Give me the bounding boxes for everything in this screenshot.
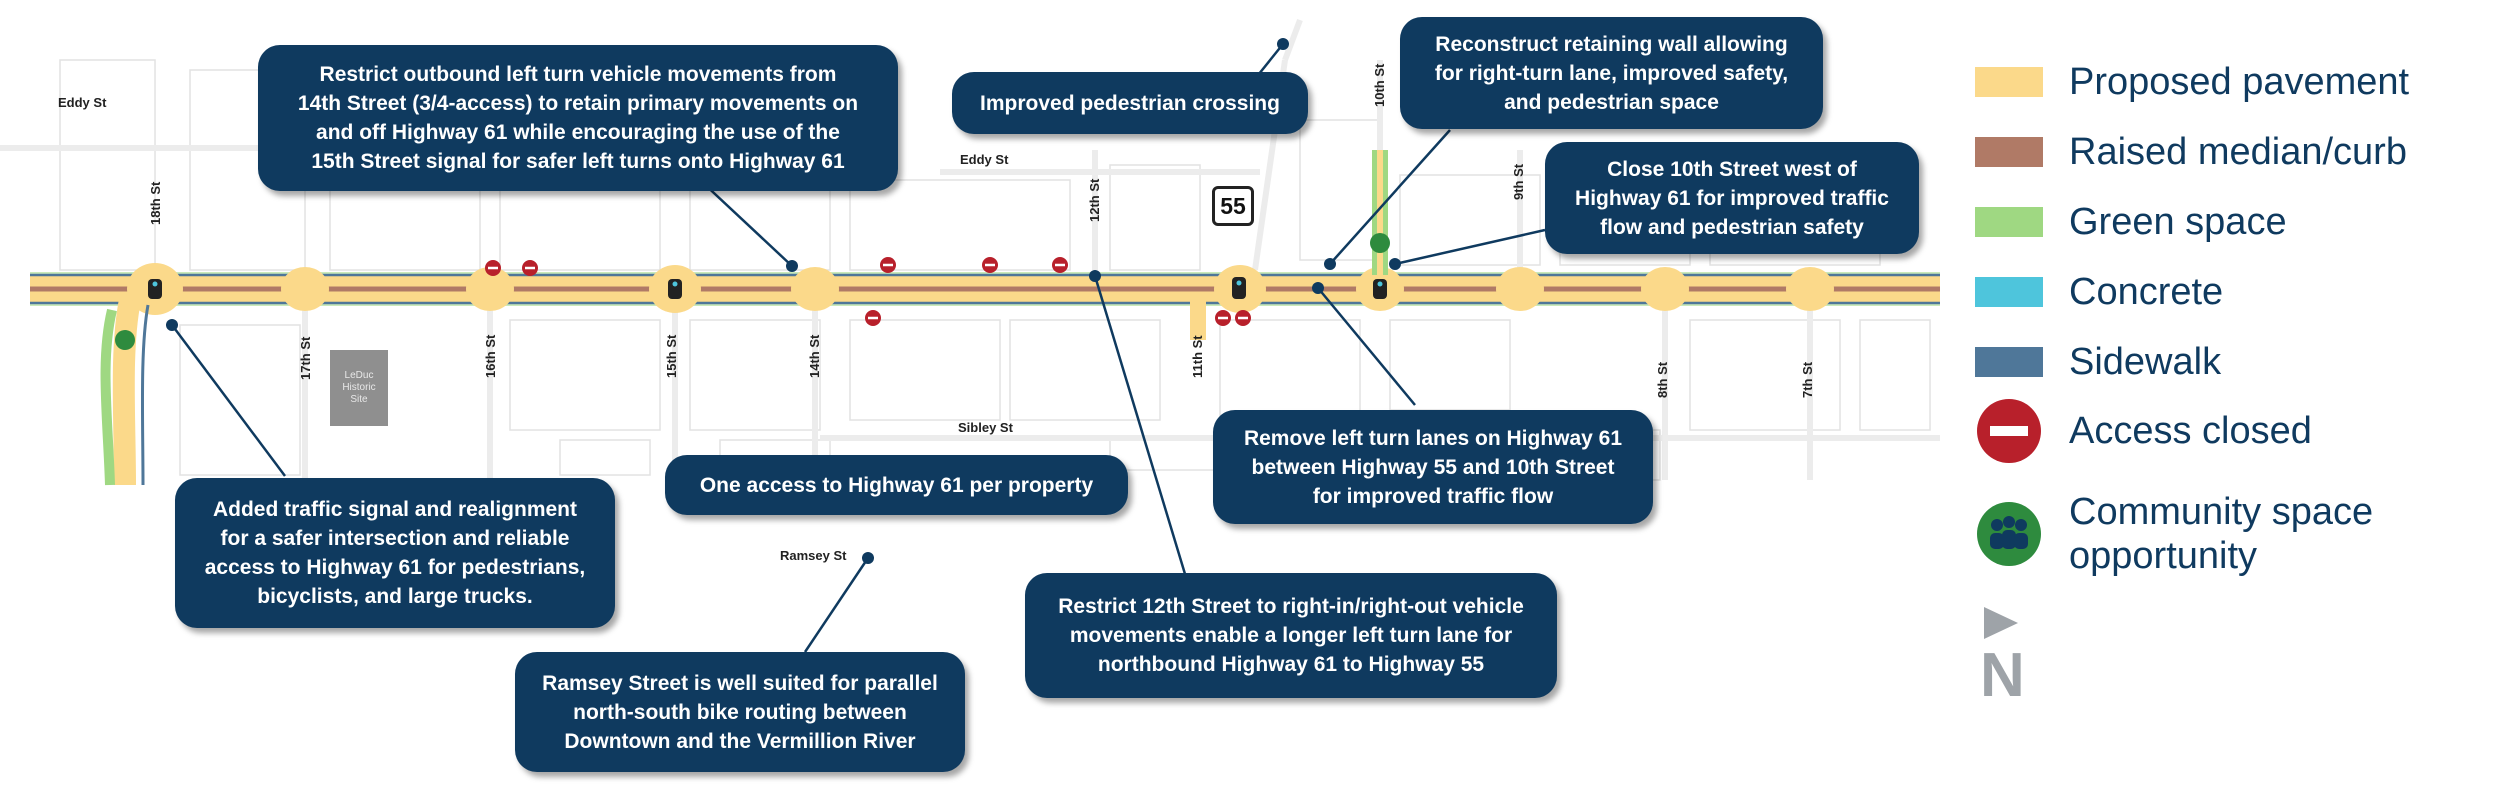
street-label-16th: 16th St bbox=[483, 334, 498, 378]
north-arrow-icon bbox=[1984, 607, 2018, 639]
street-label-10th: 10th St bbox=[1372, 63, 1387, 107]
street-label-eddy-center: Eddy St bbox=[960, 152, 1009, 167]
legend-swatch-sidewalk bbox=[1975, 347, 2043, 377]
street-label-15th: 15th St bbox=[664, 334, 679, 378]
street-label-12th: 12th St bbox=[1087, 178, 1102, 222]
access-closed-icon bbox=[1975, 397, 2043, 465]
callout-remove-left-turn: Remove left turn lanes on Highway 61 bet… bbox=[1213, 410, 1653, 524]
legend-item-green-space: Green space bbox=[1975, 200, 2287, 244]
callout-ramsey-street: Ramsey Street is well suited for paralle… bbox=[515, 652, 965, 772]
street-label-14th: 14th St bbox=[807, 334, 822, 378]
legend-item-raised-median: Raised median/curb bbox=[1975, 130, 2407, 174]
community-space-icons bbox=[115, 233, 1390, 350]
street-label-ramsey: Ramsey St bbox=[780, 548, 847, 563]
legend-item-sidewalk: Sidewalk bbox=[1975, 340, 2221, 384]
street-label-9th: 9th St bbox=[1511, 163, 1526, 200]
street-label-11th: 11th St bbox=[1190, 335, 1205, 378]
legend-item-community-space: Community space opportunity bbox=[1975, 490, 2373, 578]
callout-pedestrian-crossing: Improved pedestrian crossing bbox=[952, 72, 1308, 134]
highway-55-shield: 55 bbox=[1212, 186, 1254, 226]
legend-label: Community space opportunity bbox=[2069, 491, 2374, 577]
street-label-17th: 17th St bbox=[298, 336, 313, 380]
legend-label: Access closed bbox=[2069, 410, 2312, 452]
callout-one-access: One access to Highway 61 per property bbox=[665, 455, 1128, 515]
access-closed-icons bbox=[485, 257, 1251, 326]
legend-label: Green space bbox=[2069, 201, 2287, 243]
street-label-18th: 18th St bbox=[148, 181, 163, 225]
street-label-sibley: Sibley St bbox=[958, 420, 1013, 435]
traffic-signals bbox=[148, 277, 1387, 299]
legend-swatch-concrete bbox=[1975, 277, 2043, 307]
callout-traffic-signal: Added traffic signal and realignment for… bbox=[175, 478, 615, 628]
street-label-8th: 8th St bbox=[1655, 361, 1670, 398]
callout-close-10th: Close 10th Street west of Highway 61 for… bbox=[1545, 142, 1919, 254]
callout-retaining-wall: Reconstruct retaining wall allowing for … bbox=[1400, 17, 1823, 129]
legend-swatch-pavement bbox=[1975, 67, 2043, 97]
callout-restrict-12th: Restrict 12th Street to right-in/right-o… bbox=[1025, 573, 1557, 698]
legend-swatch-green bbox=[1975, 207, 2043, 237]
leduc-historic-site: LeDuc Historic Site bbox=[330, 350, 388, 426]
callout-restrict-14th: Restrict outbound left turn vehicle move… bbox=[258, 45, 898, 191]
legend-label: Raised median/curb bbox=[2069, 131, 2407, 173]
leader-lines bbox=[170, 43, 1546, 653]
legend-label: Sidewalk bbox=[2069, 341, 2222, 383]
street-label-7th: 7th St bbox=[1800, 361, 1815, 398]
street-label-eddy-west: Eddy St bbox=[58, 95, 107, 110]
legend-label: Proposed pavement bbox=[2069, 61, 2410, 103]
legend-swatch-median bbox=[1975, 137, 2043, 167]
legend-item-proposed-pavement: Proposed pavement bbox=[1975, 60, 2409, 104]
legend-item-access-closed: Access closed bbox=[1975, 397, 2312, 465]
legend-label: Concrete bbox=[2069, 271, 2224, 313]
legend-item-concrete: Concrete bbox=[1975, 270, 2223, 314]
community-people-icon bbox=[1975, 500, 2043, 568]
north-label: N bbox=[1980, 641, 2025, 710]
leader-dots bbox=[166, 38, 1401, 564]
